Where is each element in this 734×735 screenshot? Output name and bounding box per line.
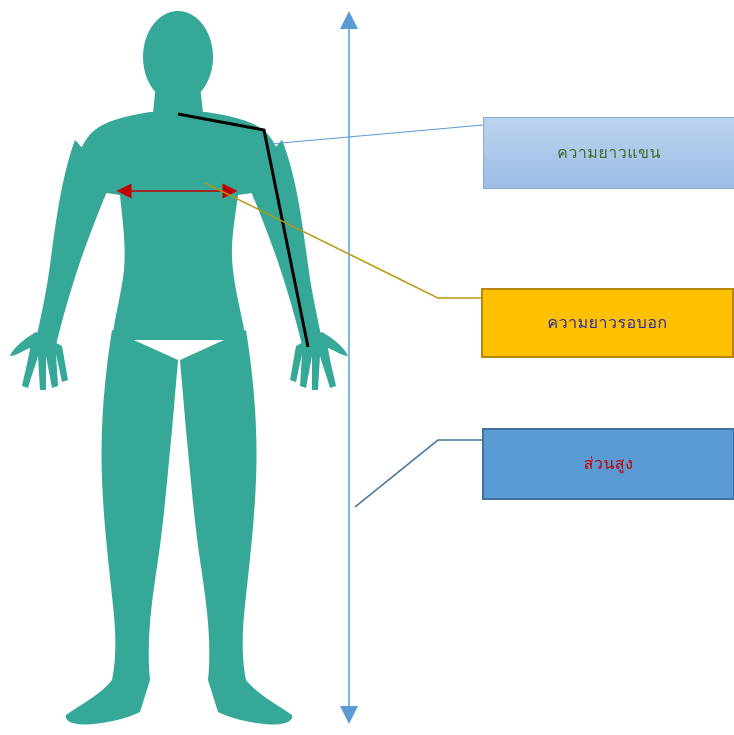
height-connector-line — [355, 440, 482, 507]
chest-length-label: ความยาวรอบอก — [547, 311, 667, 336]
arm-length-label: ความยาวแขน — [557, 141, 661, 166]
chest-length-label-box: ความยาวรอบอก — [481, 288, 734, 358]
arm-length-label-box: ความยาวแขน — [483, 117, 734, 189]
height-label: ส่วนสูง — [584, 452, 634, 477]
height-label-box: ส่วนสูง — [482, 428, 734, 500]
chest-connector-line — [205, 183, 481, 298]
human-silhouette — [10, 11, 348, 725]
arm-connector-line — [270, 125, 483, 144]
